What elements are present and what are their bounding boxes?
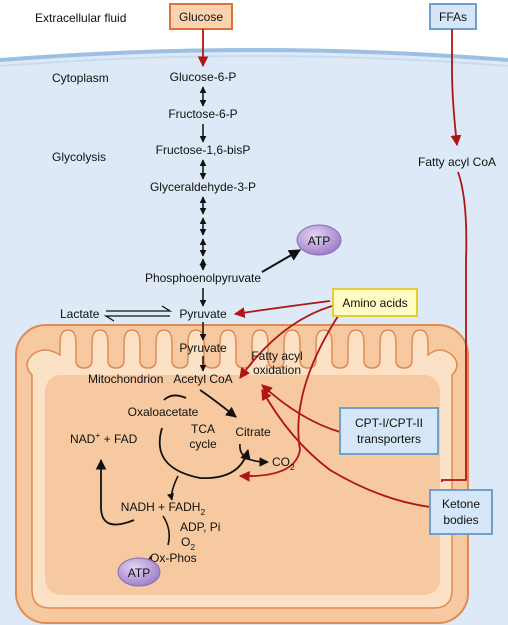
ffas-label: FFAs bbox=[439, 10, 467, 24]
amino-acids-box bbox=[332, 288, 418, 317]
co2-arrow bbox=[239, 443, 269, 467]
g6p-label: Glucose-6-P bbox=[170, 70, 237, 84]
tca-label-line2: cycle bbox=[189, 437, 217, 451]
pyruvate-mito-label: Pyruvate bbox=[179, 341, 227, 355]
atp-cyto-ellipse bbox=[296, 224, 342, 256]
fatty-acyl-oxidation-line2: oxidation bbox=[253, 363, 301, 377]
pep-label: Phosphoenolpyruvate bbox=[145, 271, 261, 285]
lactate-to-pyruvate-arrow bbox=[106, 305, 173, 312]
nadh-down-curve bbox=[162, 515, 170, 546]
ox-phos-label: Ox-Phos bbox=[150, 551, 197, 565]
citrate-label: Citrate bbox=[235, 425, 271, 439]
glucose-box bbox=[169, 3, 233, 30]
glucose-label: Glucose bbox=[179, 10, 223, 24]
cytoplasm-label: Cytoplasm bbox=[52, 71, 109, 85]
nadh-fadh-label: NADH + FADH2 bbox=[121, 500, 206, 517]
fatty-acyl-coa-label: Fatty acyl CoA bbox=[418, 155, 496, 169]
glycolysis-label: Glycolysis bbox=[52, 150, 106, 164]
fatty-acyl-coa-to-cpt-arrow bbox=[441, 171, 468, 482]
atp-cyto-label: ATP bbox=[308, 234, 330, 248]
fatty-acyl-oxidation-line1: Fatty acyl bbox=[251, 349, 302, 363]
amino-acids-to-acetyl-coa-arrow bbox=[239, 305, 333, 379]
tca-cycle-arc bbox=[158, 427, 251, 479]
g3p-label: Glyceraldehyde-3-P bbox=[150, 180, 256, 194]
ketone-label-line1: Ketone bbox=[442, 497, 480, 511]
oxaloacetate-to-citrate-arrow bbox=[163, 394, 187, 401]
ketone-to-acetyl-coa-arrow bbox=[261, 389, 431, 508]
mitochondrion-label: Mitochondrion bbox=[88, 372, 163, 386]
amino-acids-to-pyruvate-arrow bbox=[233, 300, 331, 318]
oxaloacetate-label: Oxaloacetate bbox=[128, 405, 199, 419]
adp-pi-label: ADP, Pi bbox=[180, 520, 220, 534]
acetyl-coa-label: Acetyl CoA bbox=[173, 372, 232, 386]
tca-to-nadh-arrow bbox=[166, 475, 179, 501]
cell-membrane bbox=[0, 48, 508, 62]
nad-fad-label: NAD+ + FAD bbox=[70, 430, 138, 446]
amino-acids-label: Amino acids bbox=[342, 296, 407, 310]
pyruvate-to-lactate-arrow bbox=[103, 315, 170, 322]
nadh-to-nad-loop-arrow bbox=[95, 458, 135, 526]
f16bp-label: Fructose-1,6-bisP bbox=[156, 143, 251, 157]
f6p-label: Fructose-6-P bbox=[168, 107, 237, 121]
o2-label: O2 bbox=[181, 535, 195, 552]
tca-label-line1: TCA bbox=[191, 422, 215, 436]
cell-membrane-inner bbox=[0, 55, 508, 67]
cpt-box bbox=[339, 407, 439, 455]
pyruvate-cyto-label: Pyruvate bbox=[179, 307, 227, 321]
ffas-box bbox=[429, 3, 477, 30]
atp-mito-ellipse bbox=[117, 557, 161, 587]
extracellular-label: Extracellular fluid bbox=[35, 11, 126, 25]
lactate-label: Lactate bbox=[60, 307, 100, 321]
cpt-label-line1: CPT-I/CPT-II bbox=[355, 416, 423, 430]
ffas-to-fatty-acyl-coa-arrow bbox=[450, 29, 462, 147]
atp-mito-label: ATP bbox=[128, 566, 150, 580]
ketone-label-line2: bodies bbox=[443, 513, 478, 527]
cpt-label-line2: transporters bbox=[357, 432, 421, 446]
co2-label: CO2 bbox=[272, 455, 295, 472]
pep-atp-arrow bbox=[261, 249, 302, 273]
ketone-box bbox=[429, 489, 493, 535]
acetyl-to-citrate-arrow bbox=[199, 389, 237, 418]
